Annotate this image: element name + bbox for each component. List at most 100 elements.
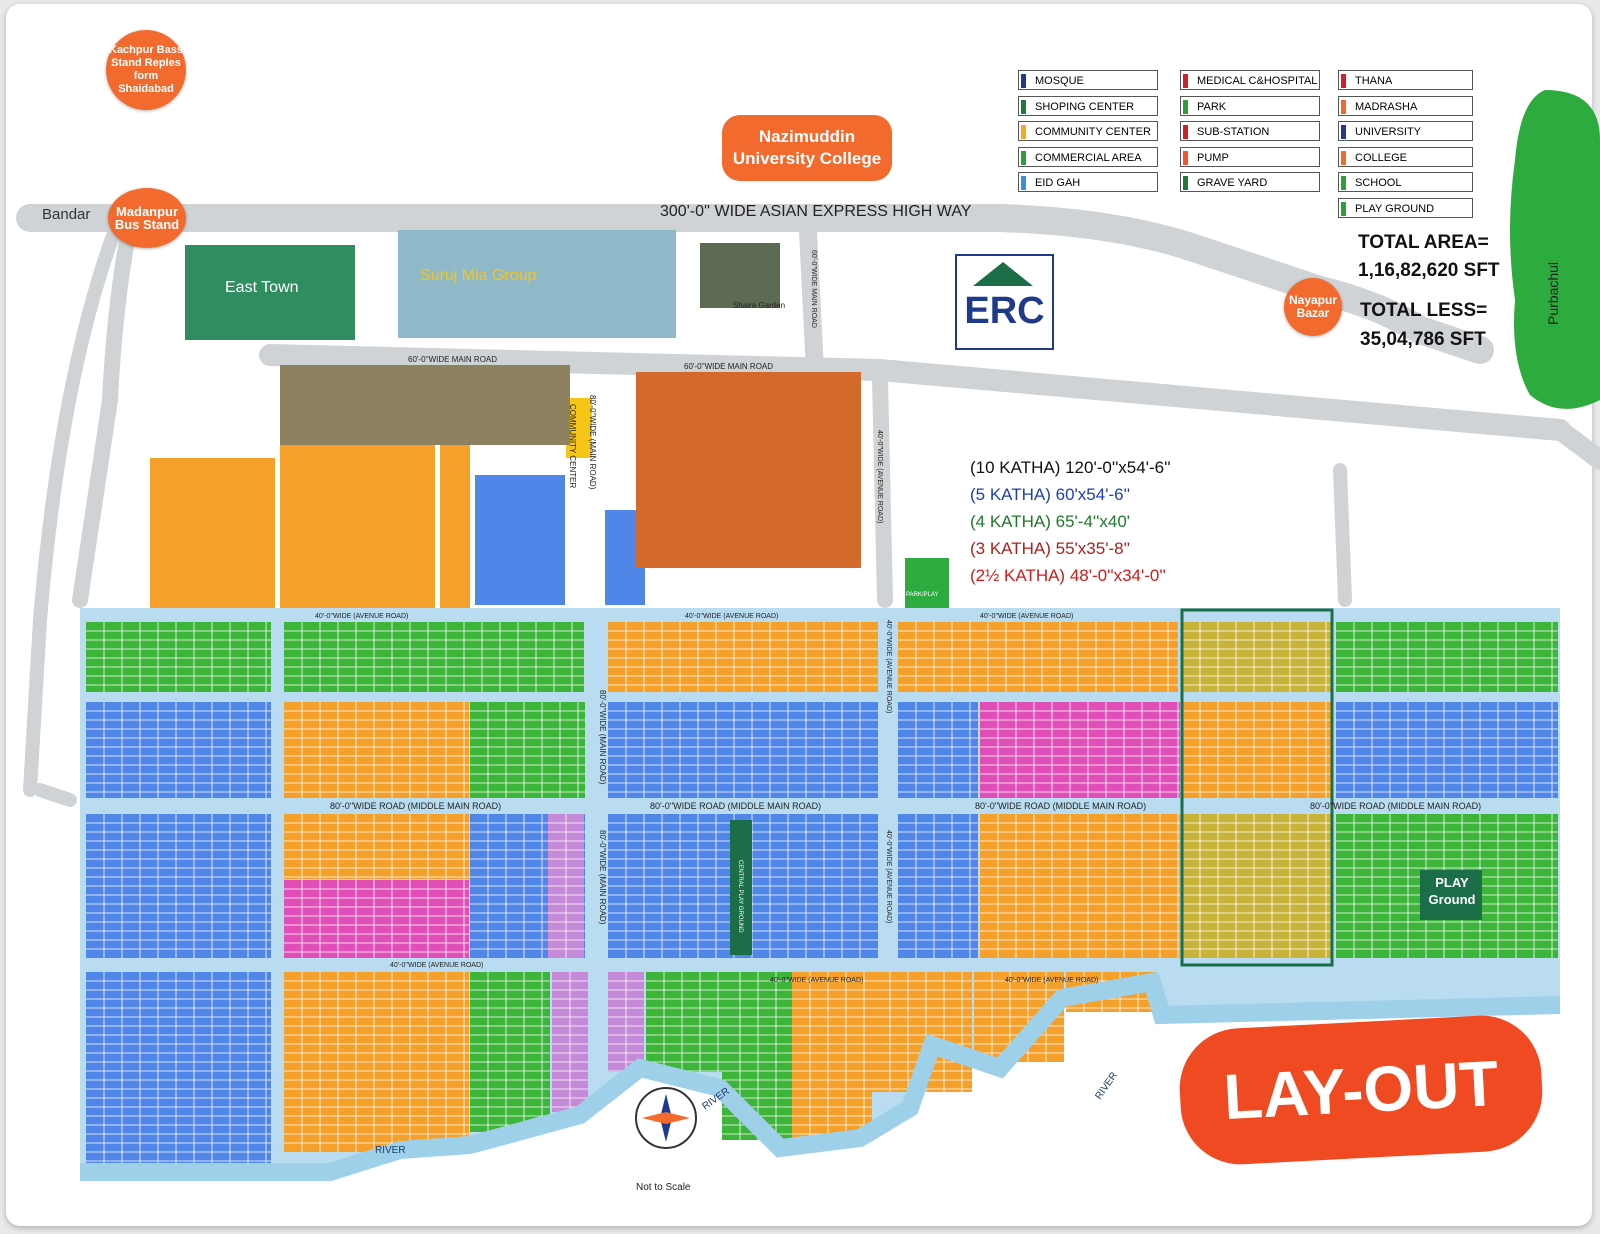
park-play-box bbox=[905, 558, 949, 608]
suruj-label: Suruj Mia Group bbox=[420, 267, 537, 284]
legend-label: UNIVERSITY bbox=[1355, 126, 1422, 138]
legend-label: COMMERCIAL AREA bbox=[1035, 151, 1142, 164]
main80-vertical-label-2: 80'-0''WIDE (MAIN ROAD) bbox=[598, 830, 607, 925]
nayapur-bubble: Nayapur Bazar bbox=[1284, 278, 1342, 336]
main60-label: 60'-0''WIDE MAIN ROAD bbox=[408, 355, 497, 364]
legend-label: EID GAH bbox=[1035, 177, 1081, 189]
legend-label: MEDICAL C&HOSPITAL bbox=[1197, 75, 1318, 87]
plot-block bbox=[1182, 702, 1332, 798]
legend-item: MEDICAL C&HOSPITAL bbox=[1180, 70, 1320, 90]
north-left-block bbox=[150, 458, 275, 608]
avenue-vertical bbox=[880, 610, 896, 960]
legend-item: COMMUNITY CENTER bbox=[1018, 121, 1158, 141]
legend-item: GRAVE YARD bbox=[1180, 172, 1320, 192]
madanpur-bubble: Madanpur Bus Stand bbox=[108, 188, 186, 248]
legend-label: MOSQUE bbox=[1035, 75, 1084, 87]
legend-swatch bbox=[1183, 74, 1188, 88]
main-60-road bbox=[259, 344, 1571, 441]
suruj-panel bbox=[398, 230, 676, 338]
avenue-label-1: 40'-0''WIDE (AVENUE ROAD) bbox=[315, 613, 408, 620]
east-town-label: East Town bbox=[225, 279, 299, 296]
plot-block bbox=[284, 702, 469, 798]
shaira-label: Shaira Garden bbox=[733, 301, 785, 310]
internal-roads bbox=[80, 608, 1560, 1170]
plot-block bbox=[470, 972, 550, 1132]
legend-label: THANA bbox=[1355, 75, 1393, 87]
plot-block bbox=[898, 702, 978, 798]
avenue-vertical-label: 40'-0''WIDE (AVENUE ROAD) bbox=[885, 620, 892, 713]
avenue-road-low bbox=[80, 958, 1160, 970]
plot-block bbox=[608, 702, 878, 798]
avenue-road-top bbox=[80, 608, 1560, 620]
legend-swatch bbox=[1341, 201, 1346, 216]
east-play-zone bbox=[1420, 870, 1482, 920]
legend-item: COMMERCIAL AREA bbox=[1018, 146, 1158, 167]
legend-label: COLLEGE bbox=[1355, 151, 1407, 164]
central-play-label: CENTRAL PLAY GROUND bbox=[737, 860, 743, 933]
main60-vertical-label: 60'-0''WIDE MAIN ROAD bbox=[810, 250, 817, 328]
legend-item: EID GAH bbox=[1018, 172, 1158, 192]
purbachul-area bbox=[1510, 90, 1600, 409]
total-less-value: 35,04,786 SFT bbox=[1360, 329, 1486, 350]
avenue-vertical-label-3: 40'-0''WIDE (AVENUE ROAD) bbox=[876, 430, 883, 523]
purbachul-label: Purbachul bbox=[1545, 262, 1561, 325]
plot-block bbox=[1336, 702, 1558, 798]
shaira-panel bbox=[700, 243, 780, 308]
legend-item: SUB-STATION bbox=[1180, 121, 1320, 141]
north-block-3 bbox=[440, 445, 470, 610]
total-less-label: TOTAL LESS= bbox=[1360, 300, 1488, 321]
middle-main-label-3: 80'-0''WIDE ROAD (MIDDLE MAIN ROAD) bbox=[975, 801, 1146, 811]
east-olive-zone bbox=[1180, 608, 1334, 967]
north-cc bbox=[566, 398, 592, 458]
vertical-60-road bbox=[799, 223, 824, 379]
legend-item: PUMP bbox=[1180, 146, 1320, 167]
main60-label-2: 60'-0''WIDE MAIN ROAD bbox=[684, 362, 773, 371]
central-play-zone bbox=[730, 820, 752, 955]
river bbox=[80, 971, 1561, 1181]
legend-label: SUB-STATION bbox=[1197, 126, 1270, 138]
legend-swatch bbox=[1021, 99, 1026, 114]
avenue-label-low-2: 40'-0''WIDE (AVENUE ROAD) bbox=[770, 977, 863, 984]
avenue-label-3: 40'-0''WIDE (AVENUE ROAD) bbox=[980, 613, 1073, 620]
legend-label: PUMP bbox=[1197, 151, 1229, 164]
legend-swatch bbox=[1183, 176, 1188, 190]
asian-highway bbox=[16, 204, 1494, 364]
avenue-vertical-label-2: 40'-0''WIDE (AVENUE ROAD) bbox=[885, 830, 892, 923]
plot-block bbox=[646, 972, 722, 1072]
main80-vertical-label: 80'-0''WIDE (MAIN ROAD) bbox=[598, 690, 607, 785]
plot-block bbox=[284, 880, 469, 958]
plot-size-line: (4 KATHA) 65'-4''x40' bbox=[970, 512, 1131, 531]
plot-block bbox=[284, 814, 469, 879]
community-center-label: COMMUNITY CENTER bbox=[568, 404, 577, 489]
road-west-vertical bbox=[272, 610, 284, 1170]
erc-logo: ERC bbox=[955, 254, 1054, 350]
river-label-3: RIVER bbox=[1093, 1070, 1120, 1101]
legend-item: SHOPING CENTER bbox=[1018, 95, 1158, 116]
legend-swatch bbox=[1183, 125, 1188, 139]
legend-item: MOSQUE bbox=[1018, 70, 1158, 90]
main-road-vertical bbox=[588, 610, 606, 960]
legend-swatch bbox=[1183, 150, 1188, 165]
plot-block bbox=[1336, 622, 1558, 692]
legend-label: PLAY GROUND bbox=[1355, 202, 1435, 215]
west-road bbox=[72, 217, 138, 608]
legend: MOSQUE SHOPING CENTER COMMUNITY CENTER COMM… bbox=[1018, 70, 1478, 220]
plot-size-line: (3 KATHA) 55'x35'-8'' bbox=[970, 539, 1131, 558]
legend-label: MADRASHA bbox=[1355, 100, 1418, 113]
plot-size-line: (10 KATHA) 120'-0''x54'-6'' bbox=[970, 458, 1171, 477]
plot-block bbox=[86, 622, 271, 692]
highway-label: 300'-0'' WIDE ASIAN EXPRESS HIGH WAY bbox=[660, 203, 972, 220]
house-icon bbox=[973, 262, 1033, 286]
legend-swatch bbox=[1341, 150, 1346, 165]
kachpur-bubble: Kachpur Bass Stand Reples form Shaidabad bbox=[106, 30, 186, 110]
plot-block bbox=[284, 622, 584, 692]
lower-west-road bbox=[33, 783, 77, 807]
total-area-value: 1,16,82,620 SFT bbox=[1358, 260, 1500, 281]
east-road bbox=[1550, 420, 1600, 470]
legend-label: SCHOOL bbox=[1355, 177, 1402, 189]
legend-swatch bbox=[1021, 176, 1026, 190]
play-ground-label: PLAY Ground bbox=[1428, 875, 1476, 907]
middle-main-road bbox=[80, 798, 1560, 812]
vertical-right-road bbox=[1333, 463, 1352, 607]
legend-item: PARK bbox=[1180, 95, 1320, 116]
